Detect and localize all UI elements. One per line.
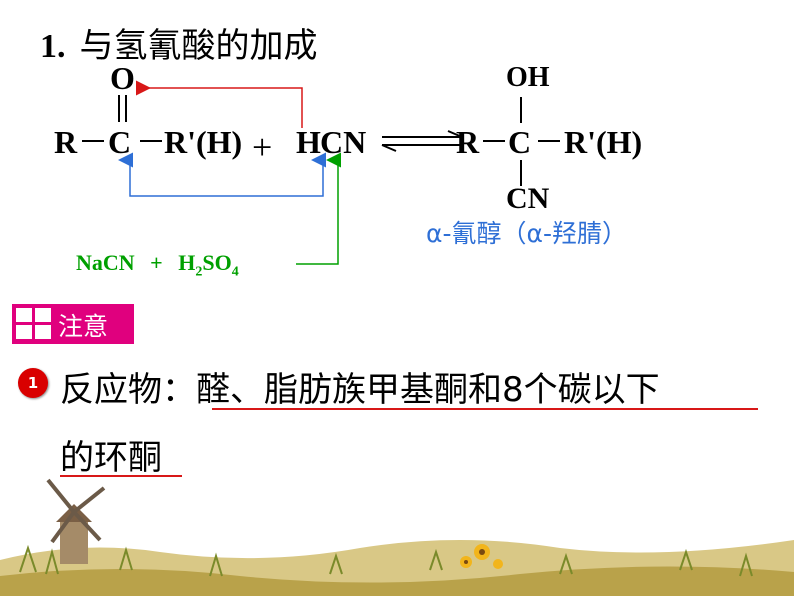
reactant-rh: R'(H) xyxy=(164,124,243,160)
catalyst-sub2: 2 xyxy=(195,264,203,280)
reactant-oxygen: O xyxy=(110,60,135,96)
equilibrium-backward-head xyxy=(381,144,397,152)
point1-label: 反应物： xyxy=(60,370,196,410)
catalyst-sub4: 4 xyxy=(231,264,239,280)
product-cn: CN xyxy=(506,182,550,215)
product-carbon: C xyxy=(508,124,532,160)
green-arrow-catalyst xyxy=(296,152,341,265)
hcn-h: H xyxy=(296,124,321,160)
plus-sign: + xyxy=(252,127,273,167)
hcn-cn: CN xyxy=(320,124,367,160)
blue-arrow-cn-to-c xyxy=(118,152,326,197)
point1-badge: 1 xyxy=(18,368,48,398)
catalyst-label: NaCN + H2SO4 xyxy=(76,250,239,280)
catalyst-so: SO xyxy=(202,250,232,275)
reactant-r: R xyxy=(54,124,78,160)
product-name: α-氰醇（α-羟腈） xyxy=(426,219,628,248)
equilibrium-forward-head xyxy=(447,130,463,138)
catalyst-h: H xyxy=(178,250,196,275)
point1-line2: 的环酮 xyxy=(60,438,162,478)
title-number: 1. xyxy=(40,28,66,65)
product-rh: R'(H) xyxy=(564,124,643,160)
slide-title: 1. 与氢氰酸的加成 xyxy=(40,18,318,67)
point1-line1: 反应物：醛、脂肪族甲基酮和8个碳以下 xyxy=(60,362,660,411)
note-grid-icon xyxy=(16,308,52,340)
reactant-carbon: C xyxy=(108,124,132,160)
product-r: R xyxy=(456,124,480,160)
red-arrow-h-to-o xyxy=(136,80,303,128)
note-label: 注意 xyxy=(58,312,109,341)
catalyst-nacn: NaCN xyxy=(76,250,135,275)
product-oh: OH xyxy=(506,62,550,93)
note-box: 注意 xyxy=(12,304,134,344)
title-text: 与氢氰酸的加成 xyxy=(79,26,318,66)
point1-text: 醛、脂肪族甲基酮和8个碳以下 xyxy=(196,370,660,410)
landscape-decoration xyxy=(0,478,794,596)
catalyst-plus: + xyxy=(150,250,163,275)
